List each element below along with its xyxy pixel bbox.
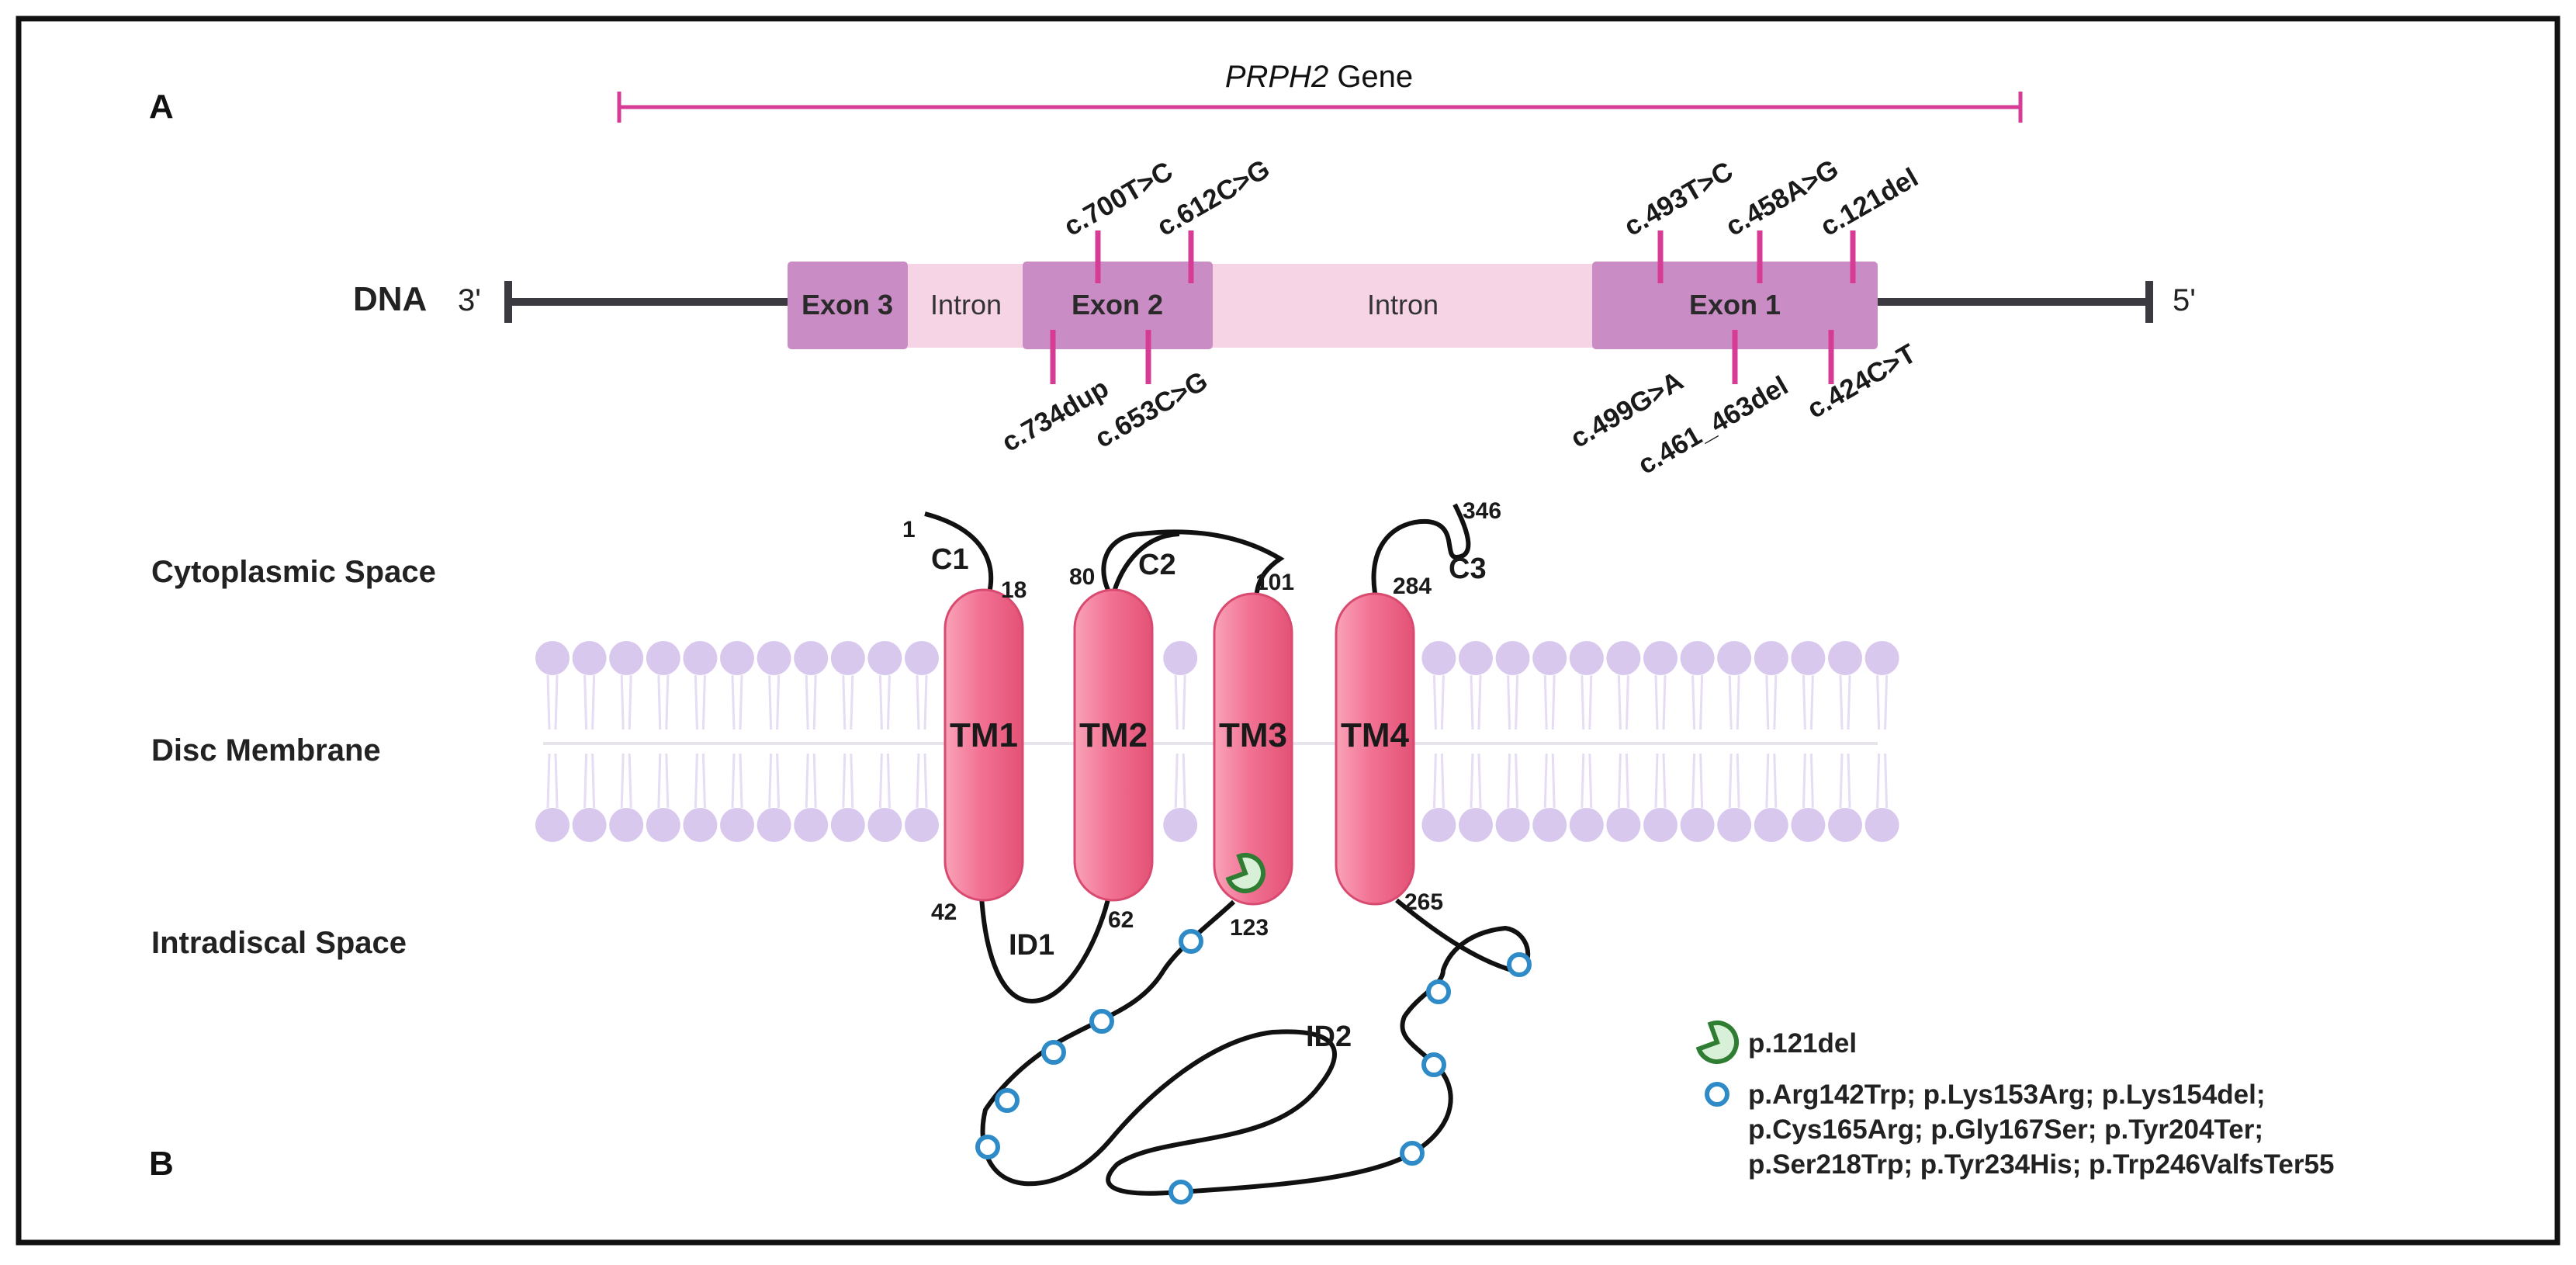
residue-284: 284	[1393, 574, 1432, 599]
residue-42: 42	[931, 899, 957, 925]
residue-18: 18	[1001, 577, 1027, 603]
loop-id1: ID1	[1009, 929, 1054, 962]
residue-101: 101	[1255, 570, 1294, 595]
tm2-label: TM2	[1079, 716, 1148, 754]
legend-deletion-label: p.121del	[1748, 1028, 1857, 1059]
tm-helix-3: TM3	[1213, 592, 1293, 906]
exon-3	[788, 262, 908, 349]
residue-265: 265	[1404, 889, 1443, 915]
region-cytoplasmic: Cytoplasmic Space	[151, 555, 436, 589]
intron-small-label: Intron	[930, 289, 1002, 321]
tm-helix-4: TM4	[1335, 592, 1415, 906]
loop-c3: C3	[1449, 553, 1487, 585]
intron-small-fill	[908, 264, 1023, 348]
residue-62: 62	[1108, 907, 1134, 933]
mutation-ticks-below	[1050, 330, 1834, 384]
gene-span: PRPH2 Gene	[617, 60, 2023, 123]
loop-c1: C1	[931, 543, 969, 576]
exon-2-label: Exon 2	[1072, 289, 1163, 321]
legend-missense-line-3: p.Ser218Trp; p.Tyr234His; p.Trp246ValfsT…	[1748, 1149, 2334, 1180]
intron-large-label: Intron	[1367, 289, 1439, 321]
residue-1: 1	[902, 517, 916, 542]
mutation-ticks-above	[1095, 230, 1856, 283]
loop-c2: C2	[1138, 549, 1176, 581]
dna-label: DNA	[353, 280, 427, 318]
tm-helix-1: TM1	[943, 588, 1024, 902]
gene-name: PRPH2	[1225, 60, 1328, 94]
deletion-marker-p121	[1225, 853, 1265, 893]
lipid-bilayer	[534, 639, 1901, 844]
exon-1-label: Exon 1	[1689, 289, 1781, 321]
legend-missense-icon	[1705, 1082, 1729, 1107]
panel-label-a: A	[149, 88, 174, 126]
legend: p.121del p.Arg142Trp; p.Lys153Arg; p.Lys…	[1695, 1021, 2334, 1180]
region-membrane: Disc Membrane	[151, 733, 381, 768]
dna-3prime: 3'	[458, 283, 481, 317]
panel-label-b: B	[149, 1145, 174, 1183]
residue-346: 346	[1463, 498, 1501, 524]
missense-markers	[975, 929, 1532, 1204]
dna-5prime: 5'	[2173, 283, 2196, 317]
gene-name-suffix: Gene	[1328, 60, 1413, 94]
exon-3-label: Exon 3	[802, 289, 893, 321]
tm3-label: TM3	[1219, 716, 1287, 754]
loop-id2: ID2	[1306, 1021, 1352, 1053]
region-intradiscal: Intradiscal Space	[151, 926, 407, 960]
exon-2	[1023, 262, 1213, 349]
tm4-label: TM4	[1341, 716, 1410, 754]
exon-1	[1592, 262, 1878, 349]
residue-123: 123	[1230, 915, 1269, 941]
residue-80: 80	[1069, 564, 1095, 590]
tm-helix-2: TM2	[1073, 588, 1154, 902]
legend-missense-line-2: p.Cys165Arg; p.Gly167Ser; p.Tyr204Ter;	[1748, 1114, 2263, 1145]
tm1-label: TM1	[950, 716, 1018, 754]
legend-deletion-icon	[1695, 1021, 1739, 1064]
legend-missense-line-1: p.Arg142Trp; p.Lys153Arg; p.Lys154del;	[1748, 1080, 2266, 1110]
gene-title: PRPH2 Gene	[1225, 60, 1413, 94]
